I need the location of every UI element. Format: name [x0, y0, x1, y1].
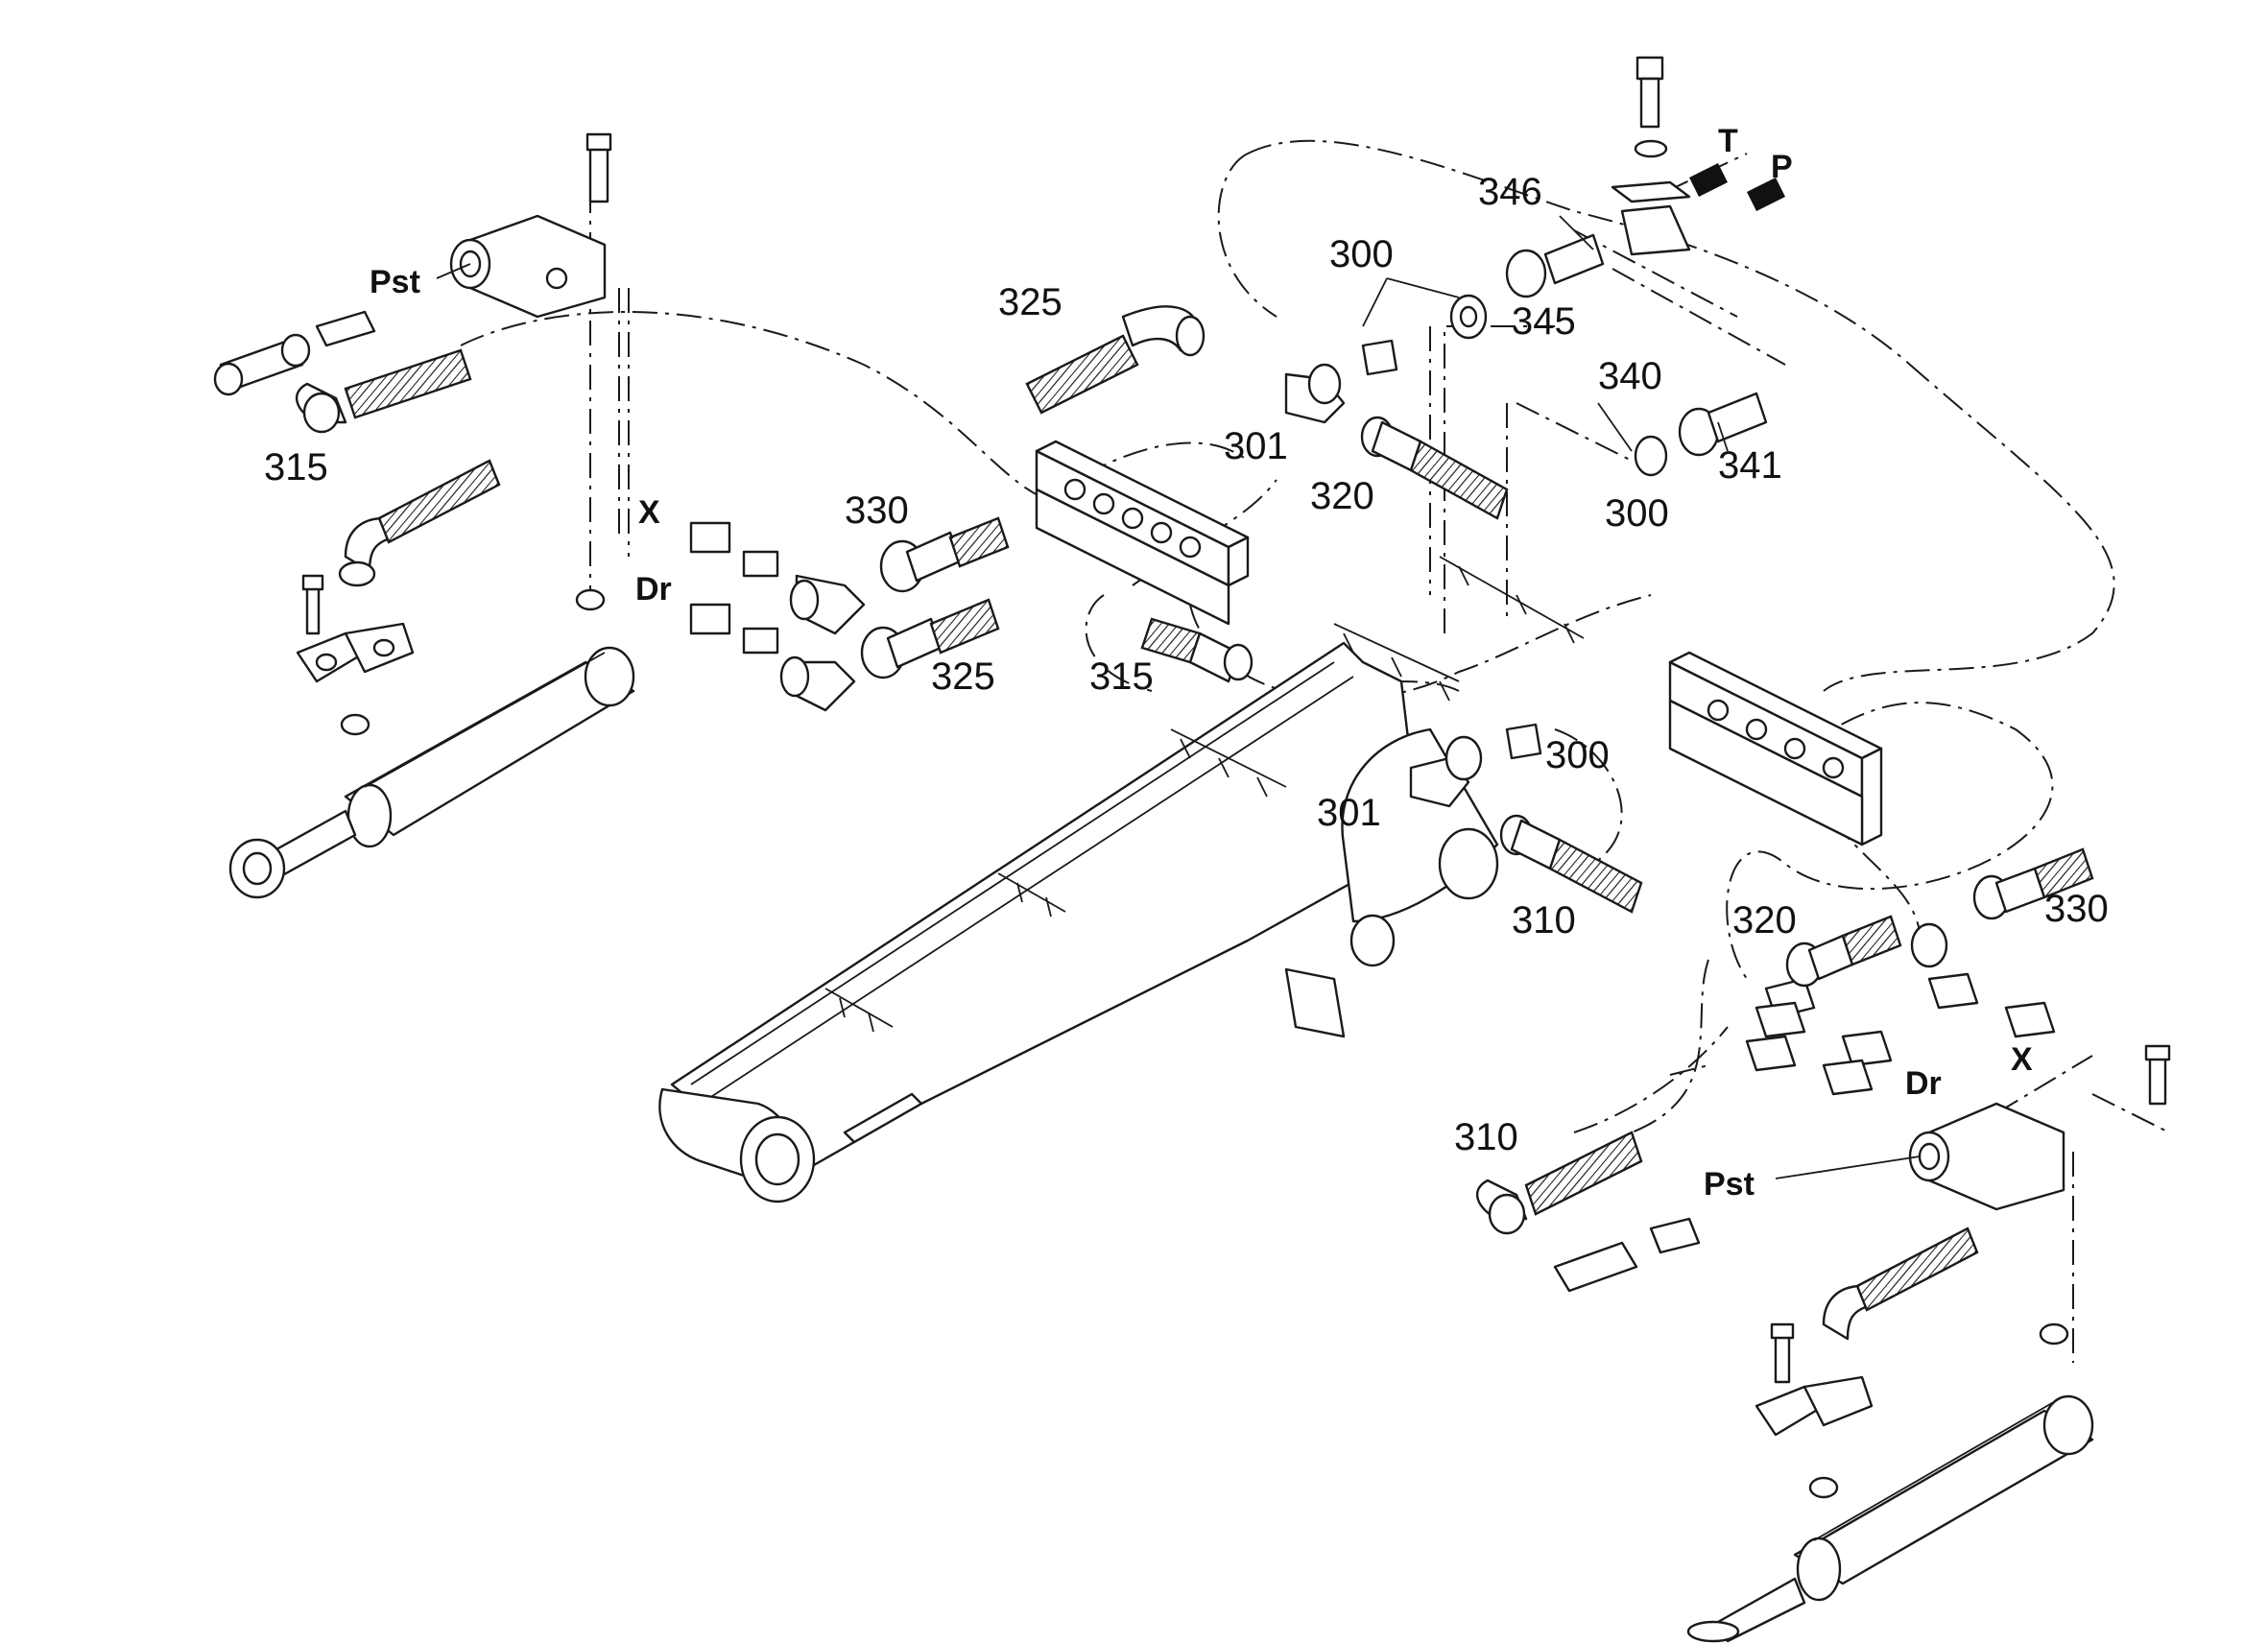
tee-fittings-301: [1284, 339, 1542, 808]
port-dr-right: Dr: [1905, 1065, 1942, 1102]
label-320-upper: 320: [1310, 475, 1374, 517]
fittings-x-dr-left: [689, 521, 866, 712]
label-301-upper: 301: [1224, 425, 1288, 467]
label-300-right: 300: [1605, 492, 1669, 535]
label-330-right: 330: [2044, 888, 2109, 930]
hose-clamp-block-right: [1668, 651, 1883, 846]
port-x-right: X: [2011, 1041, 2033, 1078]
port-t: T: [1718, 123, 1738, 159]
port-x-left: X: [638, 494, 660, 531]
label-300-top: 300: [1329, 233, 1394, 275]
hose-330-325-left: [860, 516, 1010, 679]
part-labels: 300 300 300 301 301 310 310 315 315 320 …: [264, 171, 2109, 1158]
hose-clamp-block-left: [1035, 440, 1250, 626]
pressure-valve-left: [449, 132, 612, 319]
leader-lines: [436, 215, 1921, 1179]
nuts-300: [1449, 294, 1768, 477]
cylinder-right-flange: [1755, 1322, 2069, 1499]
label-315-mid: 315: [1089, 655, 1154, 698]
port-labels: Pst Pst X X Dr Dr T P: [370, 123, 2033, 1203]
bolt-top-right: [1611, 56, 1691, 256]
nuts-345-346: [1505, 233, 1605, 298]
hose-320-330-right: [1785, 847, 2094, 988]
label-320-right: 320: [1732, 899, 1797, 941]
label-300-center: 300: [1545, 734, 1610, 776]
hose-325-top: [1025, 305, 1206, 415]
label-340: 340: [1598, 355, 1662, 397]
arrow-p: [1747, 178, 1785, 211]
hose-315-left: [213, 310, 472, 434]
label-301-lower: 301: [1317, 792, 1381, 834]
boom-arm: [658, 556, 1585, 1203]
port-p: P: [1771, 149, 1793, 185]
hose-320-310-center: [1360, 416, 1643, 914]
label-315-left: 315: [264, 446, 328, 488]
label-330-left: 330: [845, 489, 909, 532]
port-pst-right: Pst: [1704, 1166, 1755, 1203]
hose-310-lower: [1476, 1131, 1701, 1293]
hose-lower-left: [338, 459, 501, 587]
cylinder-right: [1686, 1394, 2094, 1643]
label-325-top: 325: [998, 281, 1062, 323]
port-dr-left: Dr: [635, 571, 672, 608]
routing-lines: [460, 139, 2170, 1363]
port-pst-left: Pst: [370, 264, 420, 300]
fittings-x-dr-right: [1745, 922, 2056, 1096]
cylinder-left-flange: [296, 574, 606, 736]
arrow-t: [1689, 163, 1728, 197]
cylinder-left: [228, 646, 635, 899]
hose-315-mid: [1140, 617, 1253, 683]
label-310-lower: 310: [1454, 1116, 1518, 1158]
label-325-left: 325: [931, 655, 995, 698]
label-346: 346: [1478, 171, 1542, 213]
label-341: 341: [1718, 444, 1782, 487]
label-310-center: 310: [1512, 899, 1576, 941]
label-345: 345: [1512, 300, 1576, 343]
pressure-valve-right: [1908, 1044, 2171, 1211]
hose-lower-right: [1822, 1227, 1979, 1341]
